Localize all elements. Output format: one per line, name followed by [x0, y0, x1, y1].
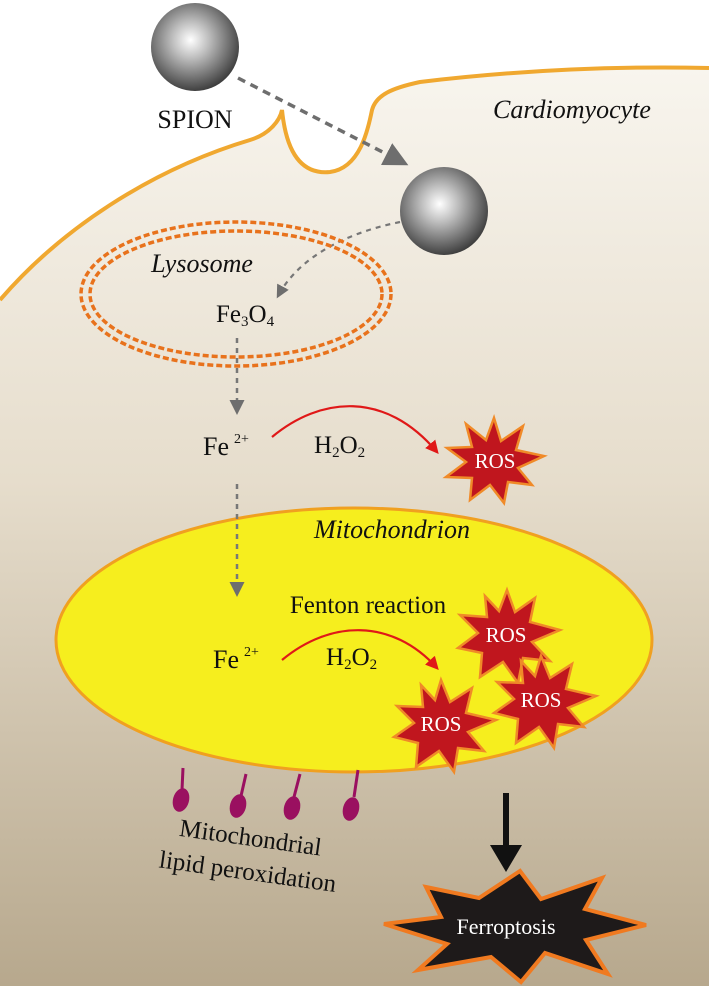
- fenton-reaction-label: Fenton reaction: [290, 592, 447, 619]
- ros-label-cytosol: ROS: [475, 449, 516, 473]
- cardiomyocyte-label: Cardiomyocyte: [493, 95, 651, 124]
- ferroptosis-burst: [383, 868, 647, 985]
- cytosol-reaction-arrow: [271, 405, 439, 455]
- lysosome-entry-arrow: [276, 220, 401, 299]
- ros-burst-mito-right: [491, 652, 600, 752]
- ros-burst-cytosol: [442, 414, 548, 506]
- fenton-reaction-arrow: [281, 629, 439, 670]
- h2o2-mito-label: H2O2: [326, 644, 377, 673]
- ros-burst-mito-top: [455, 586, 564, 687]
- ros-burst-mito-left: [391, 676, 500, 776]
- lysosome-outer-membrane: [79, 220, 393, 368]
- ferroptosis-label: Ferroptosis: [457, 914, 556, 939]
- spion-particle-inside: [400, 167, 488, 255]
- mitochondrion-label: Mitochondrion: [313, 515, 470, 544]
- fe3o4-label: Fe3O4: [216, 301, 275, 330]
- spion-label: SPION: [157, 105, 232, 134]
- lipid-peroxidation-markers: [172, 767, 360, 821]
- ros-label-mito-top: ROS: [486, 623, 527, 647]
- ros-label-mito-left: ROS: [421, 712, 462, 736]
- ferroptosis-arrow-head: [490, 845, 522, 872]
- uptake-arrow: [237, 76, 409, 166]
- mitochondrion: [54, 506, 654, 774]
- lysosome-inner-membrane: [88, 229, 384, 359]
- spion-particle-outside: [151, 3, 239, 91]
- lysosome-label: Lysosome: [150, 249, 253, 278]
- h2o2-cytosol-label: H2O2: [314, 432, 365, 461]
- ros-label-mito-right: ROS: [521, 688, 562, 712]
- cardiomyocyte-membrane: [0, 65, 709, 302]
